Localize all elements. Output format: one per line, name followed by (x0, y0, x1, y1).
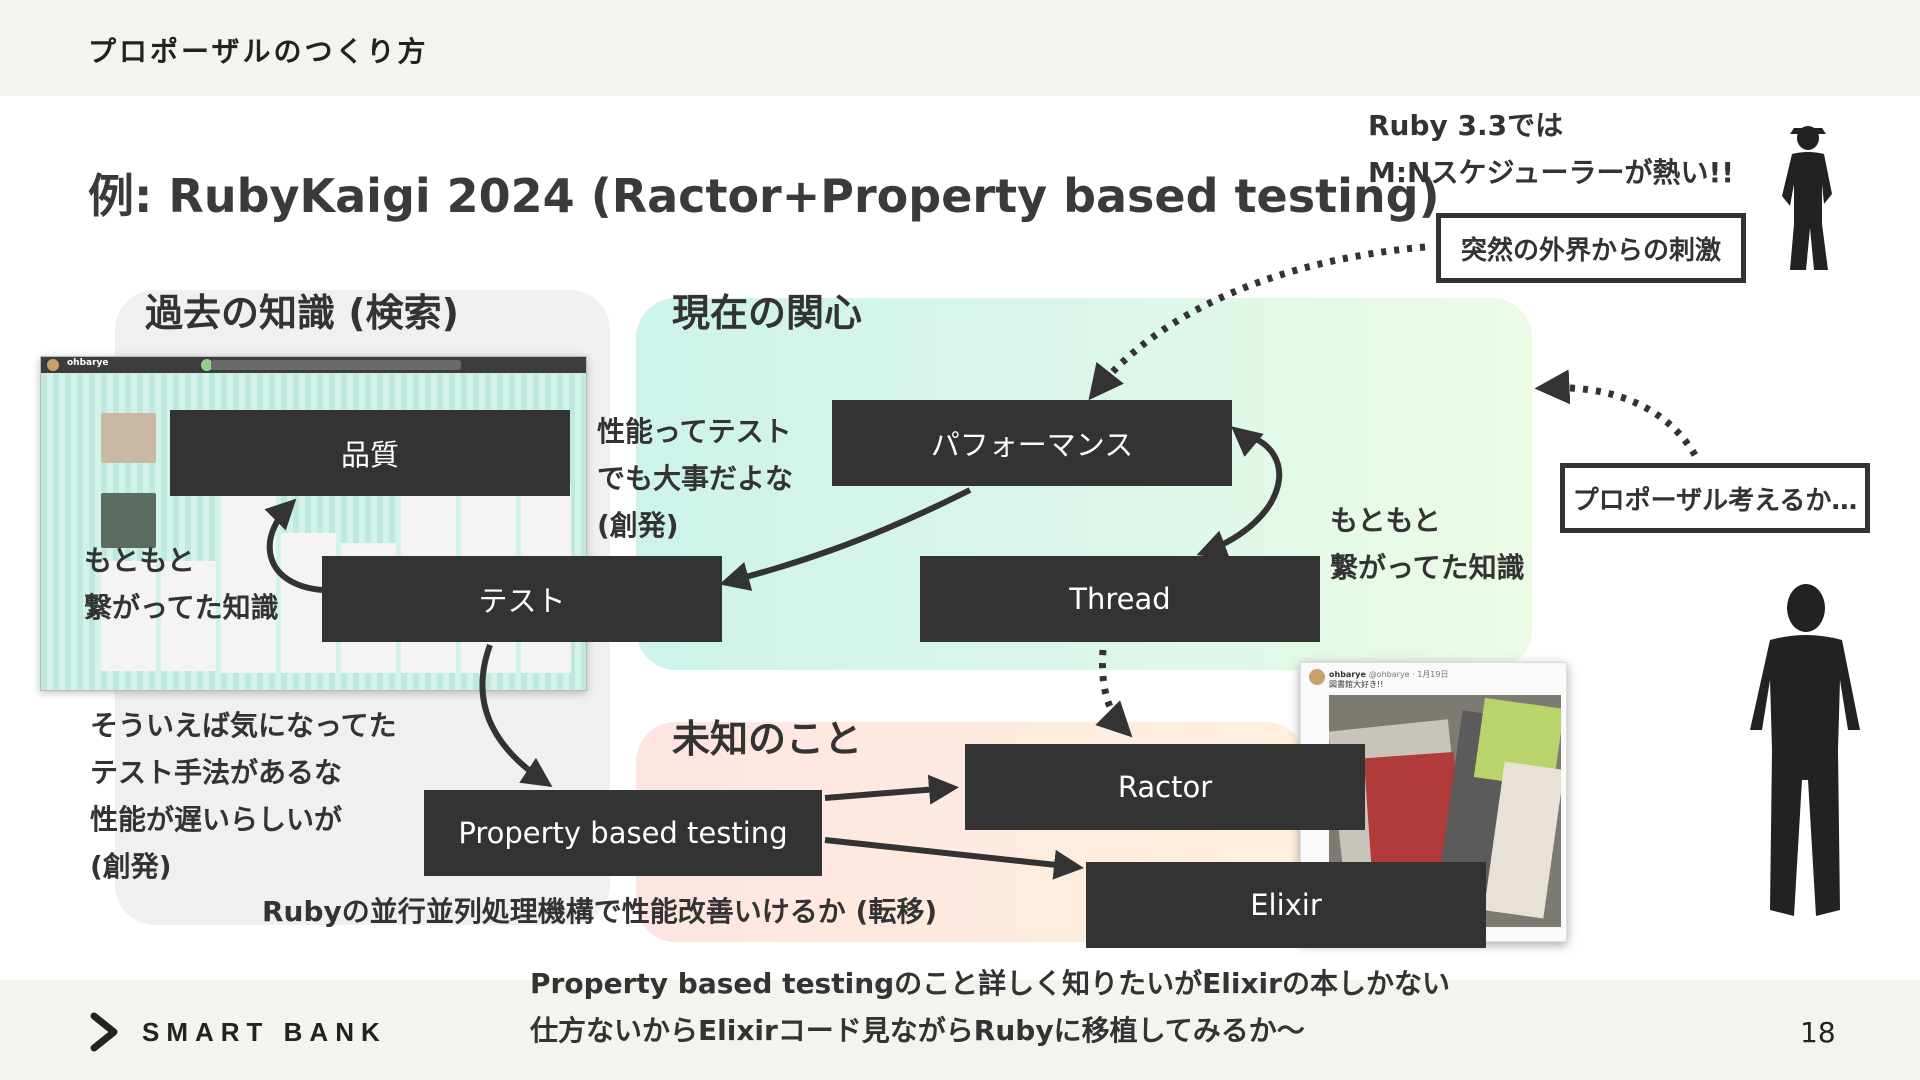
note-come-to-think: そういえば気になってた テスト手法があるな 性能が遅いらしいが (創発) (90, 709, 397, 883)
note-ruby33: Ruby 3.3では M:Nスケジューラーが熱い!! (1368, 109, 1735, 189)
add-icon (201, 359, 213, 371)
node-property-based-testing: Property based testing (424, 790, 822, 876)
arrow-pbt-to-ractor (824, 774, 959, 805)
note-originally-connected-right: もともと 繋がってた知識 (1330, 504, 1525, 584)
person-silhouette-large-icon (1750, 584, 1860, 916)
smartbank-logo: SMART BANK (90, 1012, 387, 1052)
note-performance-test: 性能ってテスト でも大事だよな (創発) (597, 415, 794, 542)
arrow-pbt-to-elixir (824, 837, 1084, 880)
arrow-test-to-pbt (479, 643, 553, 788)
logo-text: SMART BANK (142, 1016, 387, 1047)
node-ractor: Ractor (965, 744, 1365, 830)
arrow-proposal-to-current (1534, 369, 1699, 457)
node-elixir: Elixir (1086, 862, 1486, 948)
box-proposal-thinking: プロポーザル考えるか… (1560, 463, 1870, 533)
arrow-stimulus-to-performance (1088, 243, 1426, 401)
avatar (1309, 669, 1325, 685)
avatar (47, 359, 59, 371)
screenshot-topbar: ohbarye (41, 357, 586, 373)
note-originally-connected-left: もともと 繋がってた知識 (84, 544, 279, 624)
card (101, 561, 156, 671)
page-number: 18 (1800, 1016, 1836, 1049)
note-bottom: Property based testingのこと詳しく知りたいがElixirの… (530, 967, 1450, 1047)
node-test: テスト (322, 556, 722, 642)
tweet-caption: 図書館大好き!! (1329, 680, 1384, 689)
arrow-thread-to-ractor (1095, 649, 1133, 738)
card-thumbnail (101, 413, 156, 463)
slide-title: 例: RubyKaigi 2024 (Ractor+Property based… (88, 169, 1440, 223)
node-performance: パフォーマンス (832, 400, 1232, 486)
footer-bar (0, 980, 1920, 1080)
screenshot-search-bar (211, 360, 461, 370)
header-title: プロポーザルのつくり方 (88, 35, 429, 68)
node-thread: Thread (920, 556, 1320, 642)
screenshot-user: ohbarye (67, 358, 109, 368)
arrow-performance-to-test (719, 487, 972, 591)
person-silhouette-small-icon (1782, 126, 1832, 270)
tweet-user: ohbarye @ohbarye · 1月19日 (1329, 670, 1449, 679)
section-label-past: 過去の知識 (検索) (145, 291, 459, 335)
note-ruby-parallel: Rubyの並行並列処理機構で性能改善いけるか (転移) (262, 895, 938, 928)
box-external-stimulus: 突然の外界からの刺激 (1436, 213, 1746, 283)
card-thumbnail (101, 493, 156, 548)
section-label-current: 現在の関心 (672, 291, 863, 335)
smartbank-logo-icon (90, 1012, 118, 1052)
arrow-test-to-quality (264, 498, 323, 593)
section-label-unknown: 未知のこと (672, 717, 863, 761)
card (161, 561, 216, 671)
node-quality: 品質 (170, 410, 570, 496)
header-bar (0, 0, 1920, 96)
